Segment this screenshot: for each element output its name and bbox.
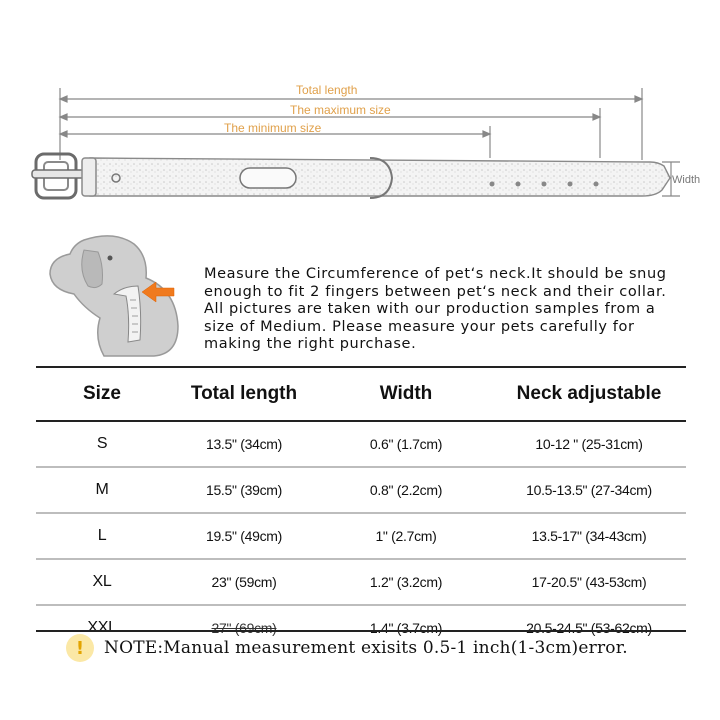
table-bottom-rule: [36, 630, 686, 632]
table-row: L 19.5" (49cm) 1" (2.7cm) 13.5-17" (34-4…: [36, 513, 686, 560]
table-row: XL 23" (59cm) 1.2" (3.2cm) 17-20.5" (43-…: [36, 559, 686, 606]
size-chart-table: Size Total length Width Neck adjustable …: [36, 366, 686, 650]
cell-neck-adjustable: 10.5-13.5" (27-34cm): [492, 467, 686, 514]
header-total-length: Total length: [168, 367, 320, 422]
table-row: S 13.5" (34cm) 0.6" (1.7cm) 10-12 " (25-…: [36, 421, 686, 468]
table-row: XXL 27" (69cm) 1.4" (3.7cm) 20.5-24.5" (…: [36, 605, 686, 650]
cell-total-length: 15.5" (39cm): [168, 467, 320, 514]
cell-neck-adjustable: 10-12 " (25-31cm): [492, 421, 686, 468]
note-text: NOTE:Manual measurement exisits 0.5-1 in…: [104, 638, 628, 658]
table-header-row: Size Total length Width Neck adjustable: [36, 367, 686, 422]
cell-total-length: 27" (69cm): [211, 620, 277, 636]
cell-neck-adjustable: 17-20.5" (43-53cm): [492, 559, 686, 606]
cell-neck-adjustable: 20.5-24.5" (53-62cm): [526, 620, 652, 636]
cell-total-length: 19.5" (49cm): [168, 513, 320, 560]
min-size-label: The minimum size: [224, 121, 322, 135]
max-size-label: The maximum size: [290, 103, 391, 117]
table-row: M 15.5" (39cm) 0.8" (2.2cm) 10.5-13.5" (…: [36, 467, 686, 514]
cell-neck-adjustable: 13.5-17" (34-43cm): [492, 513, 686, 560]
instruction-line: Measure the Circumference of pet‘s neck.…: [204, 266, 667, 282]
warning-icon: !: [66, 634, 94, 662]
collar-illustration: [31, 152, 671, 200]
header-size: Size: [36, 367, 168, 422]
instruction-line: All pictures are taken with our producti…: [204, 301, 656, 317]
cell-width: 1.4" (3.7cm): [369, 620, 443, 636]
measurement-note: ! NOTE:Manual measurement exisits 0.5-1 …: [66, 634, 628, 662]
cell-size: M: [36, 467, 168, 514]
dog-neck-measure-illustration: [49, 235, 179, 357]
total-length-label: Total length: [296, 83, 358, 97]
cell-width: 1" (2.7cm): [320, 513, 492, 560]
instruction-line: making the right purchase.: [204, 336, 417, 352]
cell-total-length: 23" (59cm): [168, 559, 320, 606]
width-label: Width: [672, 174, 701, 186]
collar-dimension-diagram: [58, 88, 680, 197]
instruction-line: size of Medium. Please measure your pets…: [204, 318, 635, 335]
cell-width: 0.8" (2.2cm): [320, 467, 492, 514]
instruction-line: enough to fit 2 fingers between pet‘s ne…: [204, 283, 667, 300]
header-neck-adjustable: Neck adjustable: [492, 367, 686, 422]
measurement-instructions: Measure the Circumference of pet‘s neck.…: [204, 266, 694, 354]
header-width: Width: [320, 367, 492, 422]
cell-size: S: [36, 421, 168, 468]
cell-size: L: [36, 513, 168, 560]
cell-total-length: 13.5" (34cm): [168, 421, 320, 468]
cell-width: 0.6" (1.7cm): [320, 421, 492, 468]
cell-width: 1.2" (3.2cm): [320, 559, 492, 606]
cell-size: XL: [36, 559, 168, 606]
